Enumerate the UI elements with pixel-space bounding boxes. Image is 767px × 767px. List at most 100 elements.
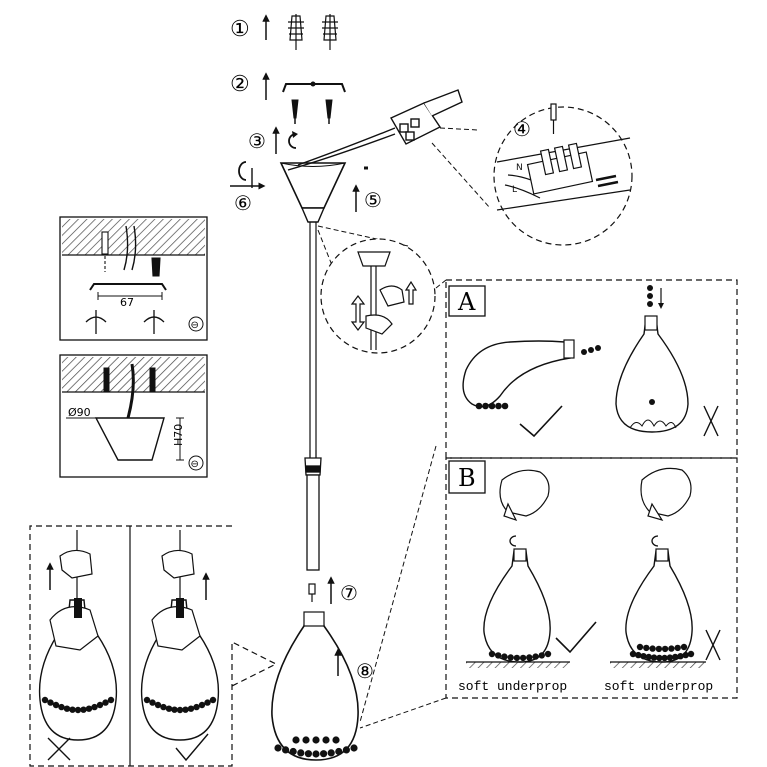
inset-bracket-mounting: 67 ⊖ (59, 216, 208, 341)
hand-icon (499, 469, 550, 522)
glass-ball (666, 654, 674, 661)
step-1-label: ① (230, 17, 250, 42)
wall-plug-icon (288, 14, 304, 50)
glass-ball (187, 705, 195, 712)
glass-ball (488, 650, 496, 658)
step-4-label: ④ (513, 117, 531, 141)
rotate-icon (85, 310, 165, 334)
glass-ball (149, 699, 156, 706)
glass-ball (661, 645, 669, 653)
glass-ball (680, 643, 688, 651)
height-adjust-detail (317, 225, 436, 354)
glass-ball (85, 705, 93, 712)
power-cable (287, 133, 396, 171)
glass-ball (274, 744, 282, 752)
glass-ball (52, 701, 60, 709)
step-7: ⑦ (308, 576, 358, 605)
glass-ball (282, 746, 290, 754)
glass-ball (519, 654, 527, 662)
glass-ball (342, 746, 350, 754)
svg-text:N: N (516, 163, 523, 173)
glass-ball (643, 644, 650, 652)
canopy-diameter-label: Ø90 (68, 406, 91, 419)
glass-ball (289, 747, 297, 756)
up-down-arrow-icon (350, 280, 418, 331)
check-icon (175, 733, 209, 762)
glass-ball (677, 653, 684, 660)
suspension-cable (309, 222, 317, 450)
glass-ball (47, 699, 54, 706)
bulb-socket-icon (308, 583, 316, 602)
inset-tag: ⊖ (191, 459, 199, 470)
glass-ball (80, 706, 87, 713)
terminal-block-icon (390, 89, 463, 145)
placement-correct: soft underprop (458, 469, 597, 694)
glass-ball (656, 654, 663, 662)
glass-ball (312, 736, 320, 744)
panel-a-label: A (457, 288, 476, 316)
glass-ball (495, 402, 502, 410)
glass-ball (501, 653, 508, 660)
glass-ball (165, 705, 173, 712)
glass-balls (274, 736, 358, 758)
inset-tag: ⊖ (191, 320, 199, 331)
vertical-shade-wrong (615, 285, 719, 437)
placement-wrong: soft underprop (604, 467, 721, 694)
glass-ball (327, 749, 335, 757)
glass-ball (209, 696, 217, 704)
glass-ball (58, 703, 65, 711)
step-1-wall-plugs: ① (230, 14, 338, 50)
glass-ball (682, 651, 689, 659)
screw-icon (291, 99, 299, 124)
glass-ball (674, 644, 681, 652)
glass-ball (655, 645, 663, 653)
glass-ball (544, 650, 552, 658)
rotate-icon (651, 535, 659, 547)
glass-ball (297, 749, 305, 757)
glass-ball (160, 703, 167, 711)
glass-ball (74, 706, 82, 714)
ceiling-canopy (279, 127, 396, 223)
check-icon (519, 405, 563, 438)
glass-ball (143, 696, 151, 704)
glass-ball (672, 653, 679, 661)
glass-ball (650, 654, 658, 661)
glass-ball (661, 654, 668, 662)
panel-b-label: B (458, 464, 476, 492)
glass-ball (640, 653, 647, 660)
hand-icon (365, 285, 405, 335)
screwdriver-icon (550, 103, 557, 134)
glass-shade: ⑧ (271, 611, 374, 761)
crack-icon (629, 419, 677, 429)
glass-ball (320, 750, 328, 758)
glass-ball (482, 402, 489, 410)
hand-icon (640, 467, 692, 522)
glass-ball (332, 736, 340, 744)
glass-ball (649, 645, 656, 652)
wall-plug-icon (322, 14, 338, 50)
panel-a-ball-insertion: A (435, 279, 738, 459)
glass-ball (193, 703, 200, 711)
glass-ball (322, 736, 330, 744)
step-6-label: ⑥ (234, 191, 252, 215)
glass-ball (107, 696, 115, 704)
glass-ball (292, 736, 300, 744)
terminal-detail-circle: ④ N L (431, 103, 633, 246)
glass-ball (635, 651, 642, 659)
rotate-icon (238, 161, 247, 181)
step-7-label: ⑦ (340, 581, 358, 605)
step-2-label: ② (230, 72, 250, 97)
step-8-label: ⑧ (356, 659, 374, 683)
rotate-icon (509, 535, 517, 547)
hand-icon (59, 549, 93, 579)
step-2-bracket: ② (230, 72, 346, 124)
glass-ball (532, 653, 539, 660)
glass-ball (198, 701, 206, 709)
glass-ball (102, 699, 109, 706)
glass-ball (204, 699, 211, 706)
glass-ball (645, 653, 652, 661)
ball-insertion-panel (29, 525, 278, 767)
glass-ball (526, 654, 533, 661)
glass-ball (495, 652, 502, 659)
